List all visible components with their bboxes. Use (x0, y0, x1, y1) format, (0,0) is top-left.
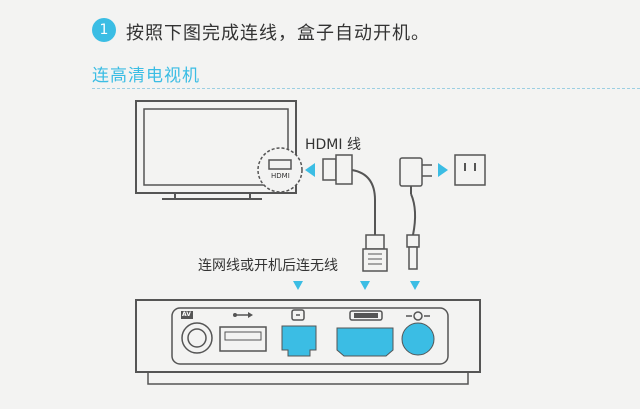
hdmi-cable-label: HDMI 线 (305, 137, 361, 153)
arrow-icon (305, 163, 315, 177)
arrow-icon (360, 281, 370, 290)
step-number-badge: 1 (92, 18, 116, 42)
hdmi-icon (349, 310, 383, 321)
outlet-icon (454, 154, 486, 186)
section-divider (92, 88, 640, 89)
usb-icon (233, 312, 253, 318)
power-port (401, 311, 435, 356)
network-note: 连网线或开机后连无线 (198, 258, 338, 274)
av-port (181, 311, 213, 354)
tv-hdmi-port-label: HDMI (271, 172, 290, 180)
ethernet-port (281, 309, 317, 357)
section-title: 连高清电视机 (92, 66, 200, 86)
power-adapter-illustration (399, 157, 432, 270)
ethernet-icon (291, 309, 305, 321)
hdmi-cable-illustration (322, 154, 388, 272)
arrow-icon (438, 163, 448, 177)
arrow-icon (410, 281, 420, 290)
hdmi-port (336, 310, 394, 357)
power-icon (406, 311, 430, 321)
tv-illustration (135, 100, 303, 200)
arrow-icon (293, 281, 303, 290)
step-instruction: 按照下图完成连线，盒子自动开机。 (126, 23, 430, 44)
usb-port (219, 312, 267, 352)
av-port-label: AV (182, 311, 191, 318)
